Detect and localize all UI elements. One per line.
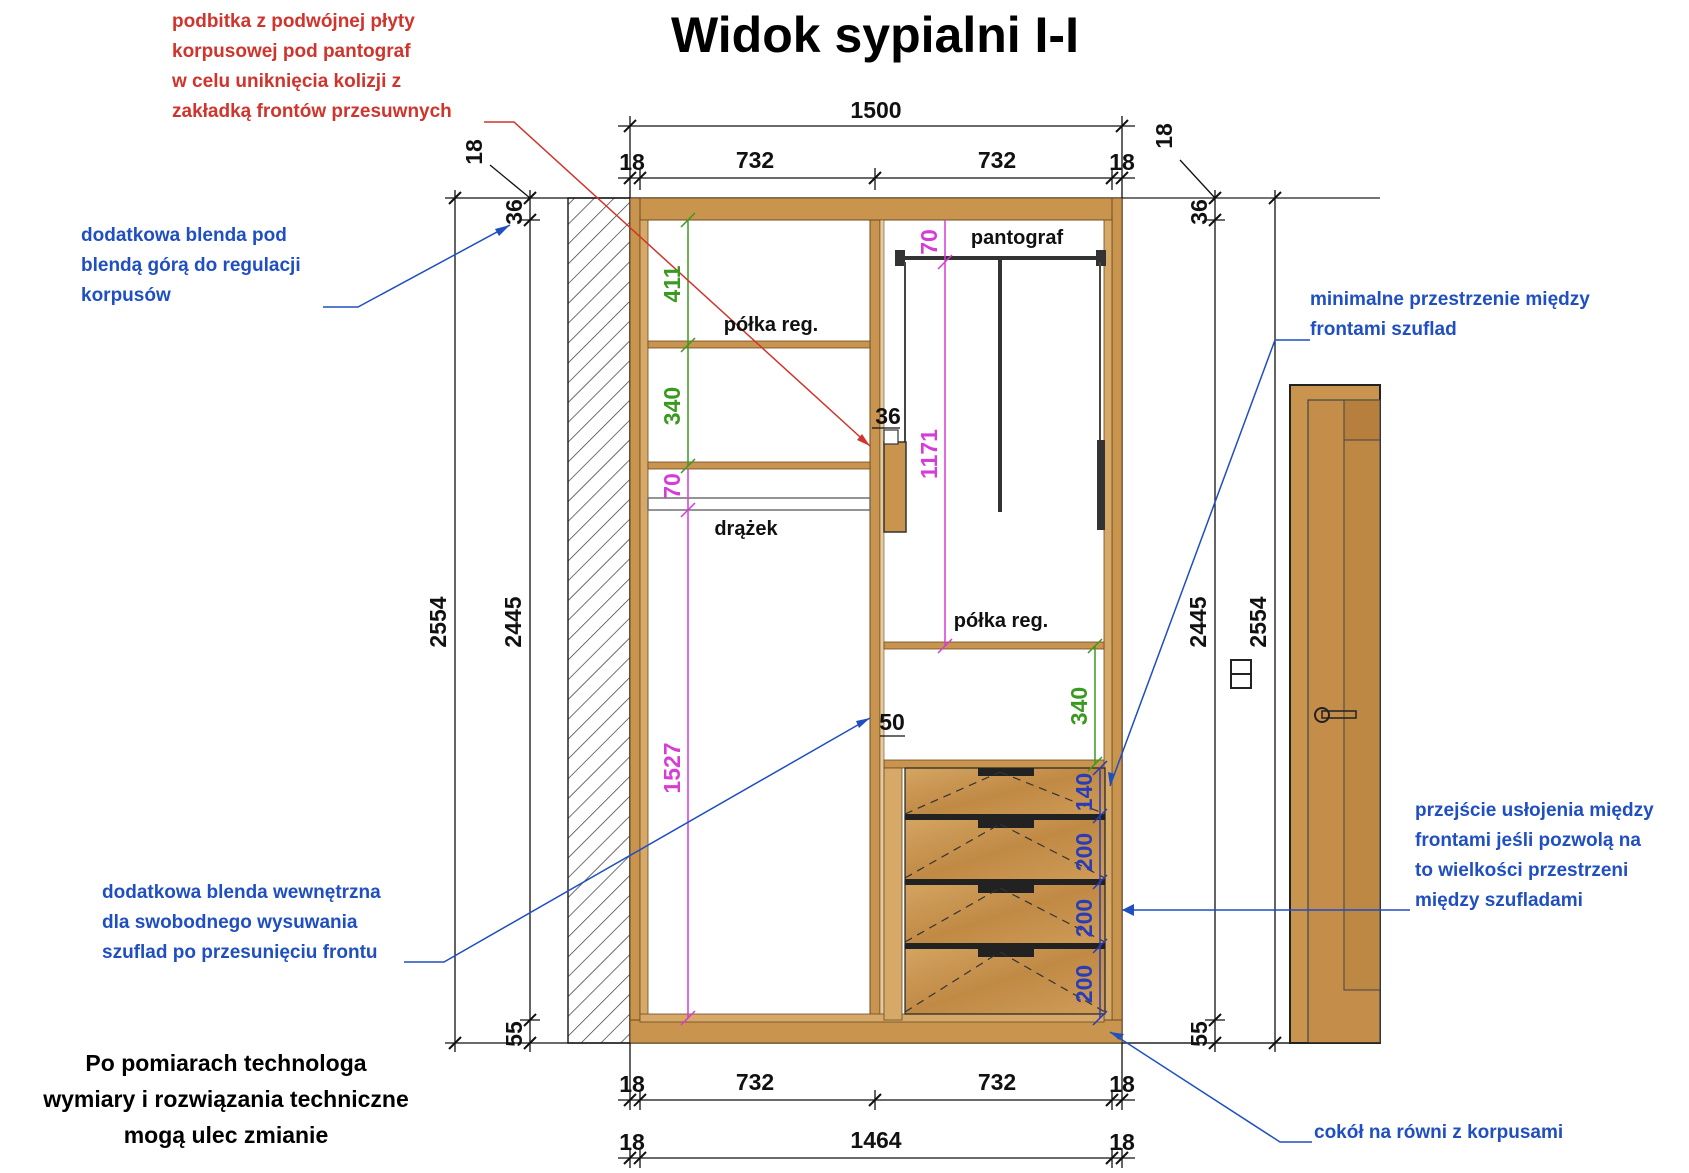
svg-text:korpusowej pod pantograf: korpusowej pod pantograf — [172, 41, 411, 62]
svg-text:frontami szuflad: frontami szuflad — [1310, 319, 1457, 340]
dim-blenda-thickness-left: 18 — [461, 139, 487, 165]
drawers — [904, 767, 1106, 1015]
svg-text:to wielkości przestrzeni: to wielkości przestrzeni — [1415, 860, 1628, 881]
dim-blenda-50: 50 — [879, 709, 905, 735]
svg-text:frontami jeśli pozwolą na: frontami jeśli pozwolą na — [1415, 830, 1641, 851]
note-uslojenie: przejście usłojenia między frontami jeśl… — [1415, 800, 1654, 911]
dim-top-blenda-left: 36 — [501, 199, 527, 225]
dim-shelf-411: 411 — [659, 265, 685, 302]
clothes-rod — [647, 497, 871, 511]
dim-top-side-right: 18 — [1109, 149, 1135, 175]
room-door — [1230, 384, 1381, 1044]
dim-drawer-200-c: 200 — [1071, 965, 1097, 1003]
dim-rod-70: 70 — [659, 473, 685, 499]
dim-hang-1527: 1527 — [659, 742, 685, 793]
note-min-przestrzen: minimalne przestrzenie między frontami s… — [1310, 289, 1590, 340]
dim-bottom-side-right: 18 — [1109, 1071, 1135, 1097]
right-shelf — [883, 641, 1105, 650]
dim-bottom-side-left-2: 18 — [619, 1129, 645, 1155]
note-podbitka: podbitka z podwójnej płyty korpusowej po… — [171, 11, 452, 122]
dimension-lines — [445, 116, 1276, 1168]
dim-pant-70: 70 — [916, 229, 942, 255]
dim-right-total: 2554 — [1245, 596, 1271, 647]
magenta-dimensions — [680, 220, 953, 1026]
note-blenda-gora: dodatkowa blenda pod blendą górą do regu… — [81, 225, 301, 306]
svg-text:przejście usłojenia między: przejście usłojenia między — [1415, 800, 1654, 821]
annotation-leaders — [323, 121, 1410, 1143]
label-shelf-right: półka reg. — [954, 610, 1048, 632]
label-drazek: drążek — [714, 518, 778, 540]
svg-text:korpusów: korpusów — [81, 285, 171, 306]
green-dimensions — [680, 212, 1103, 772]
dim-bottom-section-left: 732 — [736, 1069, 774, 1095]
svg-text:cokół na równi z korpusami: cokół na równi z korpusami — [1314, 1122, 1563, 1143]
dim-left-body: 2445 — [500, 596, 526, 647]
dim-top-total: 1500 — [850, 97, 901, 123]
drawer-top-panel — [883, 759, 1105, 769]
svg-text:w celu uniknięcia kolizji z: w celu uniknięcia kolizji z — [171, 71, 401, 92]
drawer-dimensions — [1092, 760, 1108, 1026]
dim-drawer-200-a: 200 — [1071, 833, 1097, 871]
svg-text:Po pomiarach technologa: Po pomiarach technologa — [85, 1050, 366, 1076]
svg-text:między szufladami: między szufladami — [1415, 890, 1583, 911]
note-blenda-wewnetrzna: dodatkowa blenda wewnętrzna dla swobodne… — [102, 882, 381, 963]
dim-right-340: 340 — [1066, 687, 1092, 725]
label-shelf-left: półka reg. — [724, 314, 818, 336]
label-pantograf: pantograf — [971, 227, 1064, 249]
dim-bottom-inner: 1464 — [850, 1127, 901, 1153]
dim-bottom-side-left: 18 — [619, 1071, 645, 1097]
svg-text:dodatkowa blenda wewnętrzna: dodatkowa blenda wewnętrzna — [102, 882, 381, 903]
wardrobe-carcass — [629, 197, 1123, 1044]
dim-plinth-right: 55 — [1186, 1021, 1212, 1047]
pantograph-lift — [895, 250, 1106, 530]
dim-podbitka-36: 36 — [875, 403, 901, 429]
page-title: Widok sypialni I-I — [671, 7, 1079, 63]
dim-drawer-140: 140 — [1071, 773, 1097, 811]
dim-top-blenda-right: 36 — [1186, 199, 1212, 225]
dim-pant-1171: 1171 — [916, 429, 942, 479]
svg-text:szuflad po przesunięciu frontu: szuflad po przesunięciu frontu — [102, 942, 378, 963]
dim-bottom-side-right-2: 18 — [1109, 1129, 1135, 1155]
dim-plinth-left: 55 — [501, 1021, 527, 1047]
dim-top-section-right: 732 — [978, 147, 1016, 173]
svg-text:blendą górą do regulacji: blendą górą do regulacji — [81, 255, 301, 276]
svg-text:wymiary i rozwiązania technicz: wymiary i rozwiązania techniczne — [42, 1086, 409, 1112]
dim-drawer-200-b: 200 — [1071, 899, 1097, 937]
dim-top-section-left: 732 — [736, 147, 774, 173]
internal-blenda — [883, 767, 903, 1021]
dim-left-total: 2554 — [425, 596, 451, 647]
arrowheads — [495, 225, 1134, 1040]
dim-top-side-left: 18 — [619, 149, 645, 175]
dimension-ticks — [448, 119, 1282, 1165]
podbitka-board — [883, 429, 907, 533]
svg-text:minimalne przestrzenie między: minimalne przestrzenie między — [1310, 289, 1590, 310]
note-footer: Po pomiarach technologa wymiary i rozwią… — [42, 1050, 409, 1148]
wall-hatch — [567, 197, 631, 1044]
dim-bottom-section-right: 732 — [978, 1069, 1016, 1095]
dim-shelf-340: 340 — [659, 387, 685, 425]
dim-blenda-thickness-right: 18 — [1151, 123, 1177, 149]
svg-text:podbitka z podwójnej płyty: podbitka z podwójnej płyty — [172, 11, 415, 32]
svg-text:dla swobodnego wysuwania: dla swobodnego wysuwania — [102, 912, 358, 933]
dim-right-body: 2445 — [1185, 596, 1211, 647]
svg-text:mogą ulec zmianie: mogą ulec zmianie — [124, 1122, 329, 1148]
svg-text:zakładką frontów przesuwnych: zakładką frontów przesuwnych — [172, 101, 452, 122]
note-cokol: cokół na równi z korpusami — [1314, 1122, 1563, 1143]
svg-text:dodatkowa blenda pod: dodatkowa blenda pod — [81, 225, 287, 246]
